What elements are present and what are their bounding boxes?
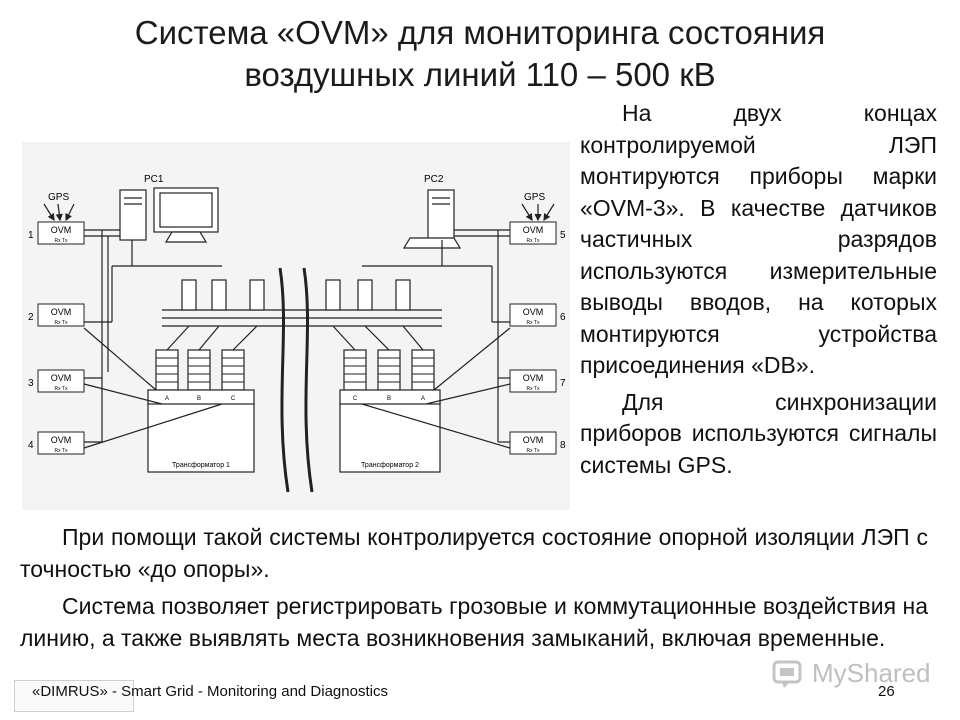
description-right: На двух концах контролируемой ЛЭП монтир… (580, 98, 937, 486)
port-label: Rx Tx (55, 320, 68, 326)
ovm-devices-left: OVM Rx Tx 1 OVM Rx Tx 2 OVM Rx Tx 3 OVM … (28, 221, 85, 455)
title-line-1: Система «OVM» для мониторинга состояния (134, 14, 826, 51)
port-label: Rx Tx (527, 448, 540, 454)
ovm-label: OVM (523, 307, 544, 317)
pc1-label: PC1 (144, 174, 164, 185)
ovm-system-diagram: OVM Rx Tx 1 OVM Rx Tx 2 OVM Rx Tx 3 OVM … (22, 142, 570, 510)
device-number: 4 (28, 440, 34, 451)
phase-label: B (197, 396, 201, 402)
ovm-label: OVM (51, 373, 72, 383)
ovm-label: OVM (51, 307, 72, 317)
paragraph-ovm-devices: На двух концах контролируемой ЛЭП монтир… (580, 100, 937, 378)
ovm-label: OVM (523, 373, 544, 383)
description-bottom: При помощи такой системы контролируется … (20, 522, 928, 660)
pc2-label: PC2 (424, 174, 444, 185)
device-number: 2 (28, 312, 34, 323)
device-number: 3 (28, 378, 34, 389)
footer-text: «DIMRUS» - Smart Grid - Monitoring and D… (32, 683, 388, 700)
paragraph-gps-sync: Для синхронизации приборов используются … (580, 388, 937, 478)
transformer-1-label: Трансформатор 1 (172, 462, 230, 469)
device-number: 5 (560, 230, 566, 241)
device-number: 1 (28, 230, 34, 241)
device-number: 8 (560, 440, 566, 451)
ovm-label: OVM (51, 225, 72, 235)
device-number: 7 (560, 378, 566, 389)
port-label: Rx Tx (55, 238, 68, 244)
gps-label-left: GPS (48, 192, 69, 203)
device-number: 6 (560, 312, 566, 323)
slide-footer: «DIMRUS» - Smart Grid - Monitoring and D… (14, 680, 934, 712)
watermark-logo-icon (772, 660, 802, 688)
port-label: Rx Tx (527, 386, 540, 392)
transformer-2-label: Трансформатор 2 (361, 462, 419, 469)
ovm-devices-right: OVM Rx Tx 5 OVM Rx Tx 6 OVM Rx Tx 7 OVM … (509, 221, 566, 455)
footer-box (14, 680, 134, 712)
paragraph-insulation-monitoring: При помощи такой системы контролируется … (20, 524, 928, 582)
ovm-label: OVM (523, 435, 544, 445)
phase-label: C (353, 396, 358, 402)
page-number: 26 (878, 683, 895, 700)
watermark: MyShared (770, 656, 931, 696)
port-label: Rx Tx (55, 448, 68, 454)
paragraph-registration: Система позволяет регистрировать грозовы… (20, 593, 928, 651)
phase-label: B (387, 396, 391, 402)
phase-label: A (421, 396, 425, 402)
gps-label-right: GPS (524, 192, 545, 203)
ovm-label: OVM (523, 225, 544, 235)
title-line-2: воздушных линий 110 – 500 кВ (244, 56, 716, 93)
watermark-text: MyShared (812, 658, 931, 688)
phase-label: C (231, 396, 236, 402)
ovm-label: OVM (51, 435, 72, 445)
port-label: Rx Tx (527, 320, 540, 326)
slide-title: Система «OVM» для мониторинга состояния … (40, 12, 920, 96)
port-label: Rx Tx (55, 386, 68, 392)
port-label: Rx Tx (527, 238, 540, 244)
phase-label: A (165, 396, 169, 402)
